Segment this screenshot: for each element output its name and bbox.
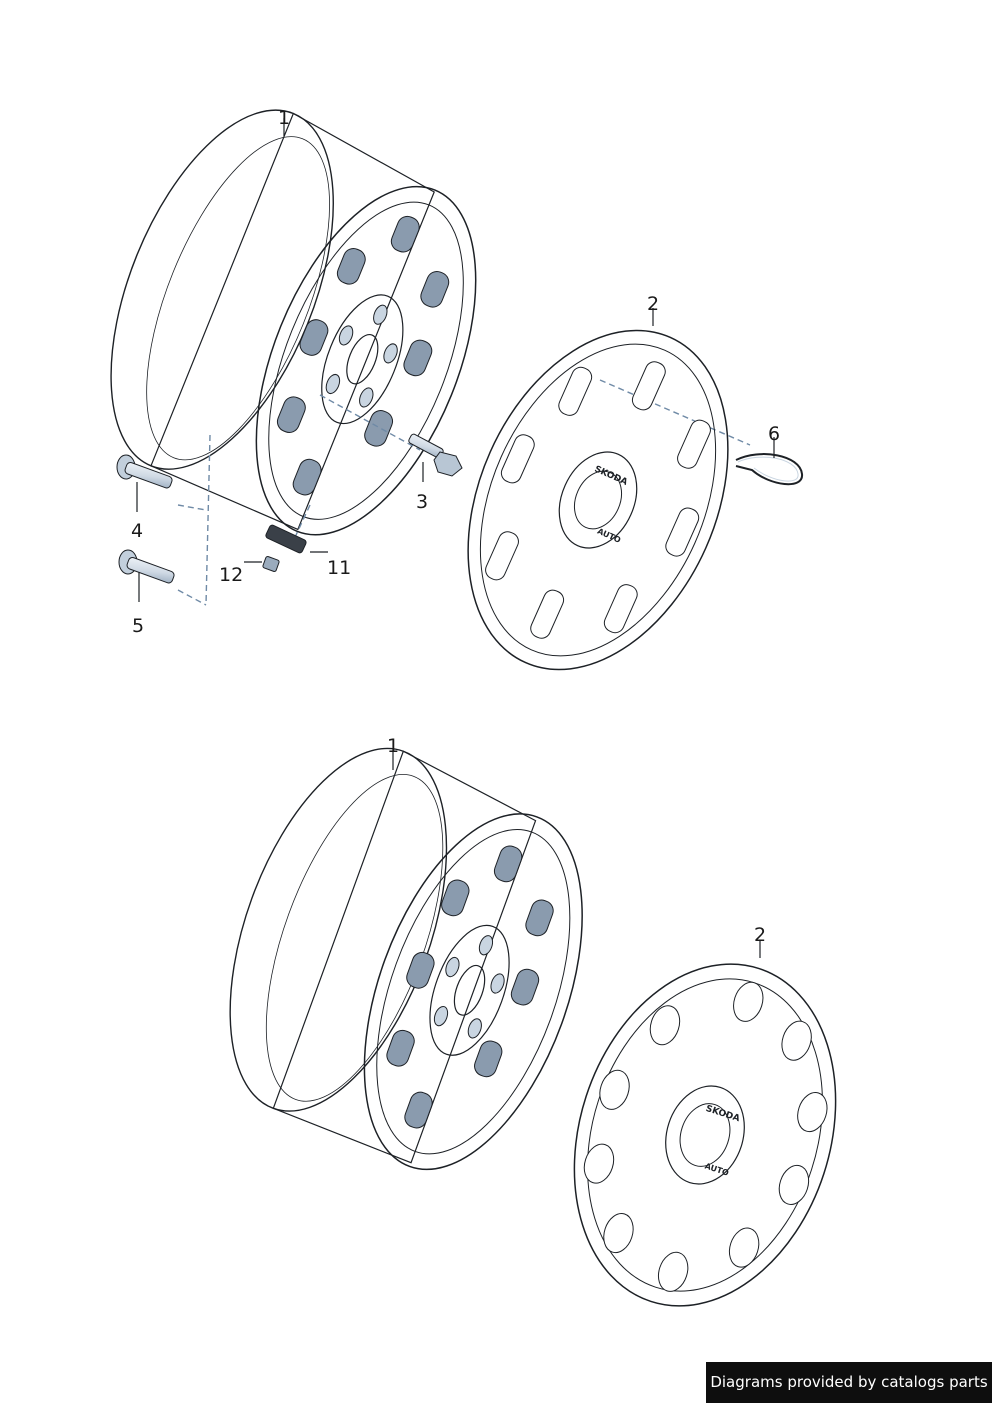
callout-bolt: 3 <box>416 491 428 513</box>
callout-valve-b: 5 <box>132 615 144 637</box>
callout-wheel-bottom: 1 <box>387 735 399 757</box>
valve-stem-b <box>118 549 175 584</box>
steel-wheel-bottom <box>229 747 583 1171</box>
wheel-cover-top <box>467 329 729 671</box>
svg-text:SKODA: SKODA <box>593 464 629 487</box>
tire-pressure-sensor <box>265 524 307 554</box>
svg-text:AUTO: AUTO <box>704 1162 730 1178</box>
skoda-logo-top: SKODA AUTO <box>593 464 629 544</box>
svg-text:AUTO: AUTO <box>596 527 622 545</box>
callout-wheel-top: 1 <box>278 107 290 129</box>
callout-sensor-nut: 12 <box>219 564 243 586</box>
wheel-cover-bottom <box>573 963 837 1307</box>
callout-leaders <box>136 118 775 958</box>
sensor-nut <box>262 556 280 572</box>
callout-clip: 6 <box>768 423 780 445</box>
valve-stem-a <box>116 454 173 489</box>
assembly-guide-lines <box>177 394 421 606</box>
svg-text:SKODA: SKODA <box>704 1104 741 1124</box>
wheel-bolt <box>408 433 463 477</box>
skoda-logo-bottom: SKODA AUTO <box>704 1104 741 1178</box>
callout-cover-top: 2 <box>647 293 659 315</box>
callout-cover-bottom: 2 <box>754 924 766 946</box>
retaining-clip <box>735 453 803 486</box>
steel-wheel-top <box>110 109 477 536</box>
callout-sensor: 11 <box>327 557 351 579</box>
callout-valve-a: 4 <box>131 520 143 542</box>
watermark-banner: Diagrams provided by catalogs parts <box>706 1362 992 1403</box>
